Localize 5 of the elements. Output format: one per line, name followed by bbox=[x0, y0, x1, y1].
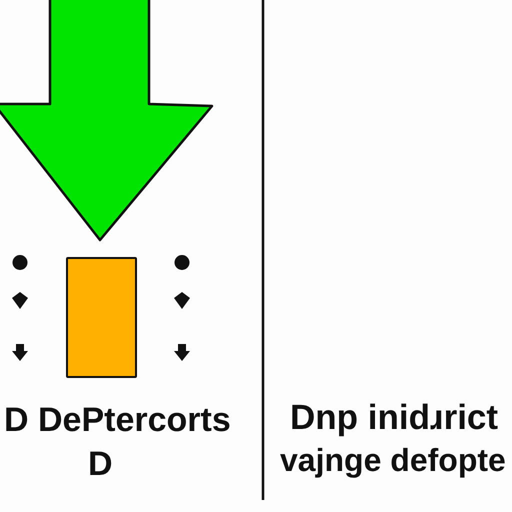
label-text: D bbox=[88, 447, 113, 481]
label-text: vajnge defopte bbox=[280, 444, 506, 476]
label-text: Dnp inidɹrict bbox=[290, 400, 498, 435]
label-text: D DePtercorts bbox=[4, 403, 231, 437]
filled-rectangle bbox=[66, 257, 137, 378]
